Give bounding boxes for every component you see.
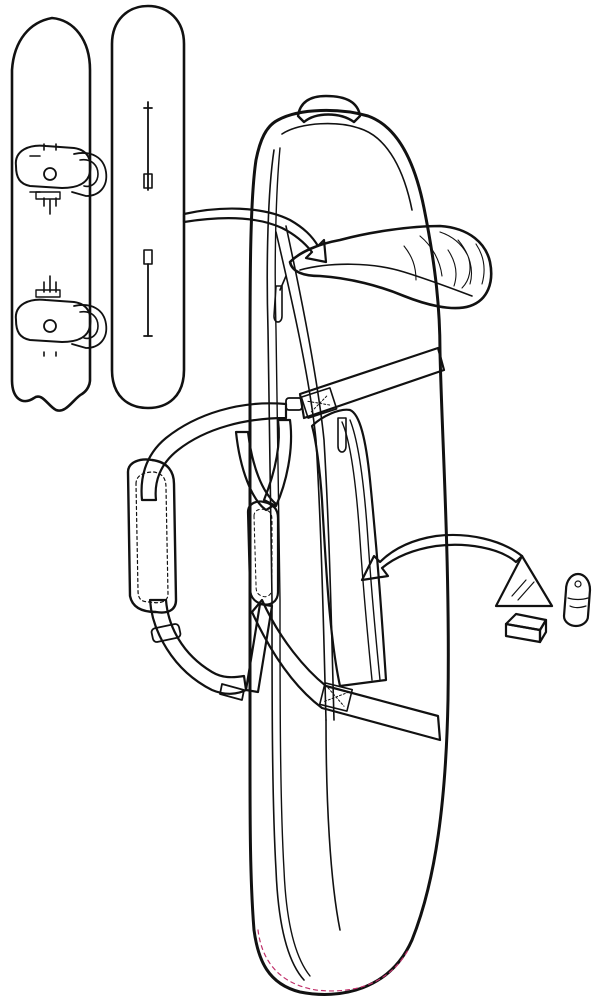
strap-slider — [150, 623, 182, 643]
board-into-bag-arrow — [182, 207, 328, 264]
side-pocket — [310, 408, 388, 688]
wax-block — [504, 612, 548, 644]
shoulder-strap — [126, 346, 446, 742]
board-outline — [110, 4, 186, 410]
binding-lower — [14, 275, 108, 357]
snowboard-with-bindings — [10, 16, 108, 412]
accessories-into-pocket-arrow — [360, 533, 524, 582]
back-pad — [246, 500, 280, 606]
wax-puck — [562, 572, 592, 628]
snowboard-bag — [248, 94, 450, 996]
board-outline — [10, 16, 92, 412]
insert-channel-lower — [143, 249, 153, 337]
insert-channel-upper — [143, 101, 153, 191]
bottom-stitching — [257, 929, 409, 992]
snowboard-without-bindings — [110, 4, 186, 410]
bag-top-flap — [273, 224, 493, 323]
main-zipper — [266, 149, 305, 981]
strap-shoulder-pad — [126, 458, 178, 614]
strap-buckle — [285, 397, 303, 411]
binding-upper — [14, 143, 108, 215]
carry-handle — [296, 94, 362, 124]
bag-body — [248, 108, 450, 996]
wax-scraper — [494, 554, 554, 608]
flap-zipper-pull — [273, 285, 283, 323]
pocket-zipper-pull — [337, 417, 347, 453]
flap-lining-pattern — [403, 231, 485, 289]
